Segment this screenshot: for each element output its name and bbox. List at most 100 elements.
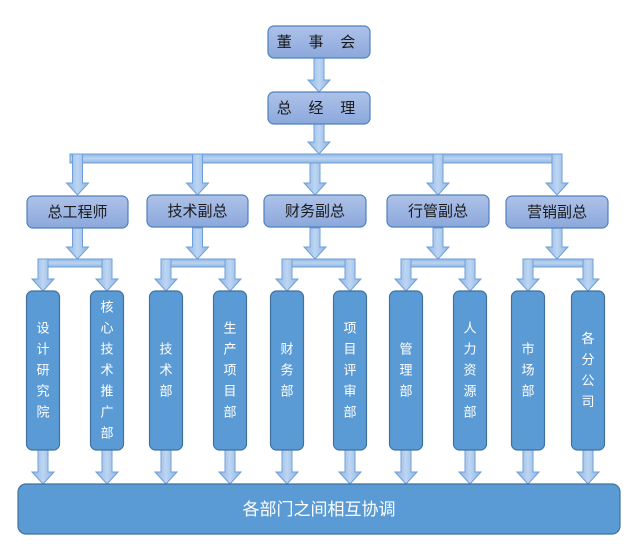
department-label: 技术部 [159, 342, 172, 399]
arrow-to-coordination [30, 449, 56, 485]
department-label-char: 院 [36, 405, 49, 420]
executive-node-chief-engineer[interactable]: 总工程师 [26, 195, 129, 229]
department-box [332, 290, 368, 451]
executive-node-marketing-vp[interactable]: 营销副总 [505, 195, 609, 229]
executive-label: 总工程师 [47, 203, 107, 221]
department-label: 市场部 [521, 341, 534, 399]
department-label-char: 部 [343, 405, 356, 420]
department-label-char: 术 [159, 363, 172, 378]
department-box [570, 290, 606, 451]
department-label-char: 人 [463, 321, 476, 336]
department-label-char: 计 [36, 342, 49, 357]
department-label-char: 项 [343, 321, 356, 336]
department-label-char: 技 [159, 342, 172, 357]
department-node[interactable]: 项目评审部 [332, 290, 368, 451]
department-label-char: 场 [521, 363, 534, 378]
arrow-to-executive [302, 162, 328, 196]
department-node[interactable]: 市场部 [510, 290, 546, 451]
arrow-executive-to-split [302, 227, 328, 260]
arrow-executive-to-split [425, 227, 451, 260]
department-node[interactable]: 设计研究院 [25, 290, 61, 451]
general-manager-label: 总 经 理 [277, 99, 362, 117]
arrow-to-coordination [575, 449, 601, 485]
department-label-char: 目 [223, 384, 236, 399]
department-label-char: 审 [343, 384, 356, 399]
department-label-char: 设 [36, 321, 49, 336]
department-label-char: 管 [399, 342, 412, 357]
department-label-char: 心 [100, 321, 113, 336]
department-node[interactable]: 核心技术推广部 [89, 290, 125, 451]
department-label-char: 公 [581, 374, 594, 389]
split-connector-bar [281, 258, 356, 268]
arrow-gm-to-bar [306, 123, 332, 155]
split-connector-bar [160, 258, 236, 268]
department-label-char: 司 [581, 395, 594, 410]
department-label: 项目评审部 [343, 321, 356, 420]
arrow-to-department [153, 258, 179, 292]
executive-box [26, 195, 129, 229]
department-node[interactable]: 技术部 [148, 290, 184, 451]
executive-box [146, 194, 249, 228]
department-box [452, 290, 488, 451]
department-node[interactable]: 人力资源部 [452, 290, 488, 451]
department-label-char: 源 [463, 384, 476, 399]
arrow-to-department [274, 258, 300, 292]
department-label: 核心技术推广部 [100, 300, 113, 441]
departments: 设计研究院核心技术推广部技术部生产项目部财务部项目评审部管理部人力资源部市场部各… [25, 290, 606, 451]
department-node[interactable]: 各分公司 [570, 290, 606, 451]
department-label-char: 技 [100, 342, 113, 357]
department-box [148, 290, 184, 451]
arrow-to-department [457, 258, 483, 292]
arrow-to-executive [425, 153, 451, 196]
arrow-to-department [393, 258, 419, 292]
department-label-char: 部 [159, 384, 172, 399]
board-node[interactable]: 董 事 会 [267, 25, 371, 59]
department-box [388, 290, 424, 451]
department-label-char: 核 [100, 300, 113, 315]
department-node[interactable]: 管理部 [388, 290, 424, 451]
department-label-char: 生 [223, 321, 236, 336]
executive-label: 营销副总 [527, 203, 587, 221]
executive-node-admin-vp[interactable]: 行管副总 [386, 194, 490, 228]
department-label-char: 部 [280, 384, 293, 399]
executive-node-finance-vp[interactable]: 财务副总 [263, 194, 367, 228]
department-label-char: 理 [399, 363, 412, 378]
department-box [89, 290, 125, 451]
department-label: 管理部 [399, 342, 412, 399]
department-label-char: 务 [280, 362, 293, 378]
coordination-label: 各部门之间相互协调 [243, 500, 396, 520]
board-box [267, 25, 371, 59]
department-label-char: 财 [280, 342, 293, 357]
general-manager-node[interactable]: 总 经 理 [267, 91, 371, 125]
arrow-to-department [575, 258, 601, 292]
department-label-char: 部 [521, 384, 534, 399]
arrow-executive-to-split [544, 227, 570, 260]
department-label-char: 部 [399, 384, 412, 399]
arrow-to-coordination [337, 449, 363, 485]
department-label-char: 推 [100, 384, 113, 399]
arrow-to-coordination [457, 449, 483, 485]
arrow-to-department [217, 258, 243, 292]
department-node[interactable]: 生产项目部 [212, 290, 248, 451]
executive-node-tech-vp[interactable]: 技术副总 [146, 194, 249, 228]
general-manager-box [267, 91, 371, 125]
arrow-to-executive [544, 153, 570, 196]
arrow-to-coordination [94, 449, 120, 485]
connectors [30, 57, 601, 485]
arrow-to-coordination [393, 449, 419, 485]
department-box [212, 290, 248, 451]
department-label-char: 评 [343, 363, 356, 378]
arrow-executive-to-split [65, 227, 90, 260]
department-label-char: 项 [223, 363, 236, 378]
arrow-to-department [515, 258, 541, 292]
department-node[interactable]: 财务部 [269, 290, 305, 451]
coordination-box [17, 483, 621, 535]
coordination-node[interactable]: 各部门之间相互协调 [17, 483, 621, 535]
arrow-to-coordination [153, 449, 179, 485]
department-box [510, 290, 546, 451]
executive-label: 技术副总 [167, 202, 227, 220]
executive-label: 财务副总 [285, 202, 345, 220]
department-label-char: 市 [521, 341, 534, 357]
arrow-to-coordination [515, 449, 541, 485]
department-label: 设计研究院 [36, 321, 49, 420]
